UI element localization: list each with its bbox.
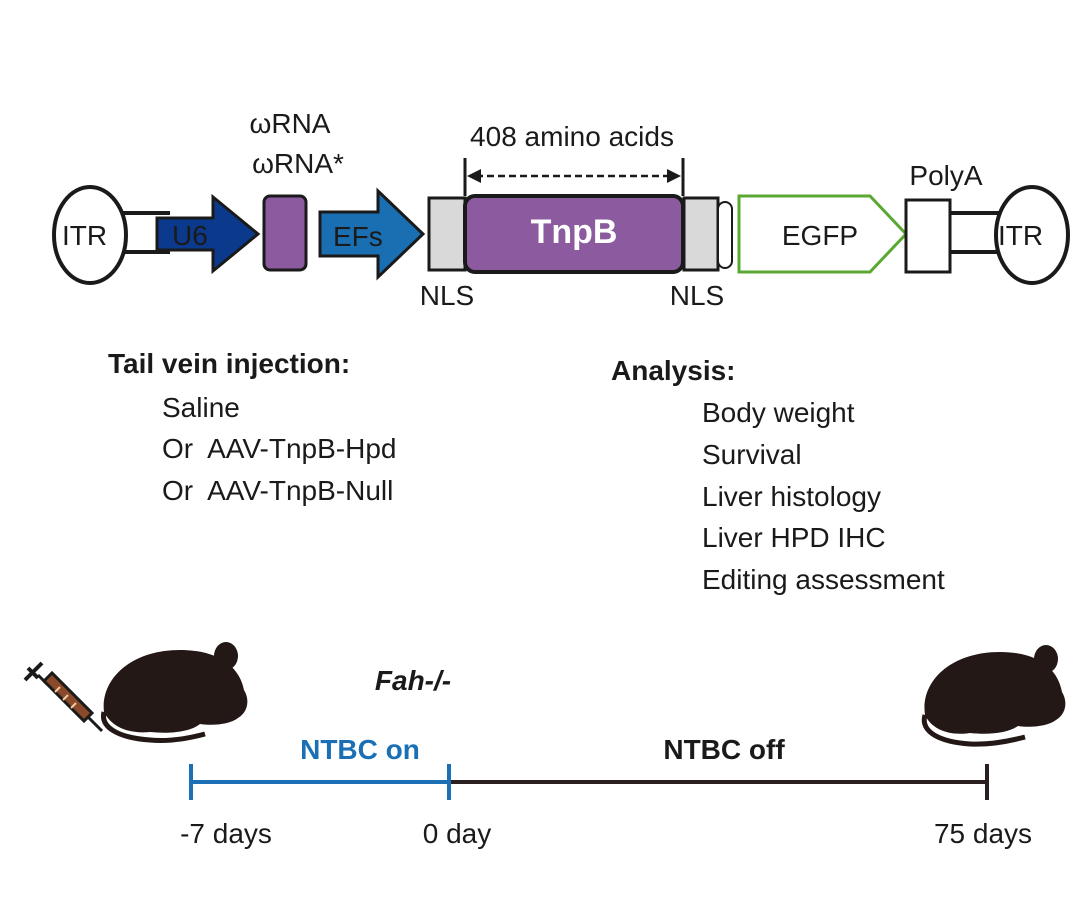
polya-block <box>904 198 952 274</box>
analysis-item-survival: Survival <box>702 439 802 470</box>
efs-promoter-arrow <box>318 187 426 281</box>
injection-item-null: Or AAV-TnpB-Null <box>162 475 393 506</box>
omega-rna-star-label: ωRNA* <box>252 148 344 179</box>
linker-block <box>717 201 733 269</box>
omega-rna-label: ωRNA <box>250 108 331 139</box>
ntbc-on-label: NTBC on <box>300 734 420 765</box>
mouse-icon-right <box>921 645 1066 747</box>
itr-right-label: ITR <box>998 220 1043 251</box>
egfp-block <box>737 194 909 274</box>
aa-arrowhead-right <box>667 169 681 183</box>
tnpb-label: TnpB <box>531 213 618 251</box>
time-mid-label: 0 day <box>423 818 492 849</box>
time-start-label: -7 days <box>180 818 272 849</box>
polya-label: PolyA <box>909 160 982 191</box>
syringe-icon <box>23 661 104 733</box>
u6-label: U6 <box>172 220 208 251</box>
nls-right-block <box>682 196 720 272</box>
aa-arrowhead-left <box>467 169 481 183</box>
itr-left-loop <box>52 185 128 285</box>
analysis-item-body-weight: Body weight <box>702 397 855 428</box>
analysis-item-editing: Editing assessment <box>702 564 945 595</box>
itr-left-label: ITR <box>62 220 107 251</box>
injection-item-saline: Saline <box>162 392 240 423</box>
injection-item-hpd: Or AAV-TnpB-Hpd <box>162 433 396 464</box>
u6-promoter-arrow <box>155 193 261 275</box>
nls-left-block <box>427 196 467 272</box>
time-end-label: 75 days <box>934 818 1032 849</box>
egfp-label: EGFP <box>782 220 858 251</box>
injection-heading: Tail vein injection: <box>108 348 350 379</box>
analysis-heading: Analysis: <box>611 355 736 386</box>
analysis-item-liver-hpd-ihc: Liver HPD IHC <box>702 522 886 553</box>
analysis-item-liver-histology: Liver histology <box>702 481 881 512</box>
itr-right-loop <box>994 185 1070 285</box>
efs-label: EFs <box>333 221 383 252</box>
ntbc-off-label: NTBC off <box>663 734 785 765</box>
genotype-label: Fah-/- <box>375 665 451 696</box>
nls-left-label: NLS <box>420 280 474 311</box>
mouse-icon-left <box>101 642 248 743</box>
omega-rna-block <box>262 194 308 272</box>
nls-right-label: NLS <box>670 280 724 311</box>
aa-length-label: 408 amino acids <box>470 121 674 152</box>
